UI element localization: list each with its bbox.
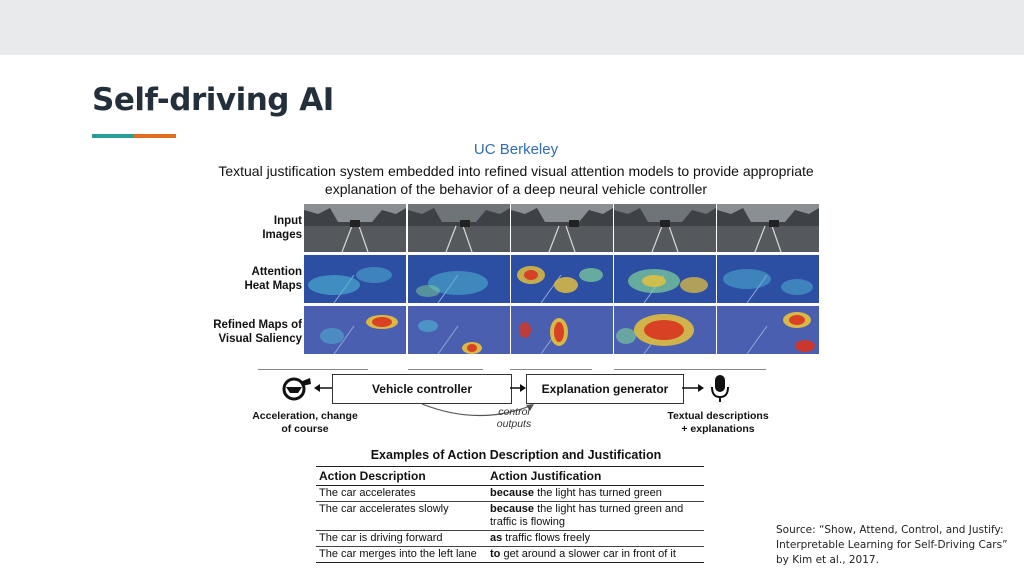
- input-image: [304, 204, 406, 252]
- arrow-right-icon: [682, 384, 704, 392]
- attention-heat-map: [408, 255, 510, 303]
- action-table: Action Description Action Justification …: [316, 466, 704, 563]
- table-row: The car merges into the left lane to get…: [316, 546, 704, 563]
- separator-line: [408, 369, 483, 370]
- action-justification: as traffic flows freely: [487, 530, 704, 547]
- saliency-map: [614, 306, 716, 354]
- university-label: UC Berkeley: [473, 141, 559, 158]
- figure-title-line-1: Textual justification system embedded in…: [218, 163, 814, 179]
- steering-wheel-icon: [282, 377, 311, 401]
- accent-bar-orange: [134, 134, 176, 138]
- input-image: [511, 204, 613, 252]
- separator-line: [510, 369, 592, 370]
- attention-heat-map: [717, 255, 819, 303]
- separator-line: [258, 369, 368, 370]
- arrow-right-icon: [510, 384, 526, 392]
- action-description: The car is driving forward: [316, 530, 487, 547]
- saliency-map: [304, 306, 406, 354]
- row-label-attention: Attention Heat Maps: [244, 266, 302, 292]
- textual-descriptions-label: Textual descriptions + explanations: [667, 410, 769, 435]
- action-description: The car merges into the left lane: [316, 546, 487, 563]
- top-bar: [0, 0, 1024, 55]
- table-title: Examples of Action Description and Justi…: [370, 448, 662, 462]
- action-justification: to get around a slower car in front of i…: [487, 546, 704, 563]
- acceleration-label: Acceleration, change of course: [252, 410, 358, 435]
- attention-heat-map: [511, 255, 613, 303]
- column-header: Action Description: [316, 466, 487, 486]
- figure-title: Textual justification system embedded in…: [196, 162, 836, 198]
- table-row: The car accelerates slowly because the l…: [316, 501, 704, 531]
- input-image: [408, 204, 510, 252]
- control-outputs-label: control outputs: [496, 406, 532, 430]
- table-header-row: Action Description Action Justification: [316, 466, 704, 486]
- action-justification: because the light has turned green and t…: [487, 501, 704, 531]
- saliency-map: [511, 306, 613, 354]
- source-citation: Source: “Show, Attend, Control, and Just…: [776, 524, 1008, 566]
- microphone-icon: [711, 375, 729, 402]
- table-row: The car accelerates because the light ha…: [316, 485, 704, 502]
- saliency-map: [408, 306, 510, 354]
- column-header: Action Justification: [487, 466, 704, 486]
- accent-bar-teal: [92, 134, 134, 138]
- separator-line: [614, 369, 766, 370]
- row-label-refined: Refined Maps of Visual Saliency: [213, 319, 302, 345]
- attention-heat-map: [304, 255, 406, 303]
- arrow-left-icon: [314, 384, 332, 392]
- attention-heat-map: [614, 255, 716, 303]
- paper-figure: UC Berkeley Textual justification system…: [196, 138, 836, 570]
- vehicle-controller-box: Vehicle controller: [332, 374, 512, 404]
- input-image: [717, 204, 819, 252]
- slide-title: Self-driving AI: [92, 82, 334, 118]
- input-image: [614, 204, 716, 252]
- action-description: The car accelerates slowly: [316, 501, 487, 531]
- control-outputs-arrow: [421, 403, 534, 417]
- action-description: The car accelerates: [316, 485, 487, 502]
- figure-title-line-2: explanation of the behavior of a deep ne…: [324, 181, 708, 197]
- explanation-generator-box: Explanation generator: [526, 374, 684, 404]
- saliency-map: [717, 306, 819, 354]
- table-row: The car is driving forward as traffic fl…: [316, 530, 704, 547]
- action-justification: because the light has turned green: [487, 485, 704, 502]
- row-label-input: Input Images: [262, 215, 302, 241]
